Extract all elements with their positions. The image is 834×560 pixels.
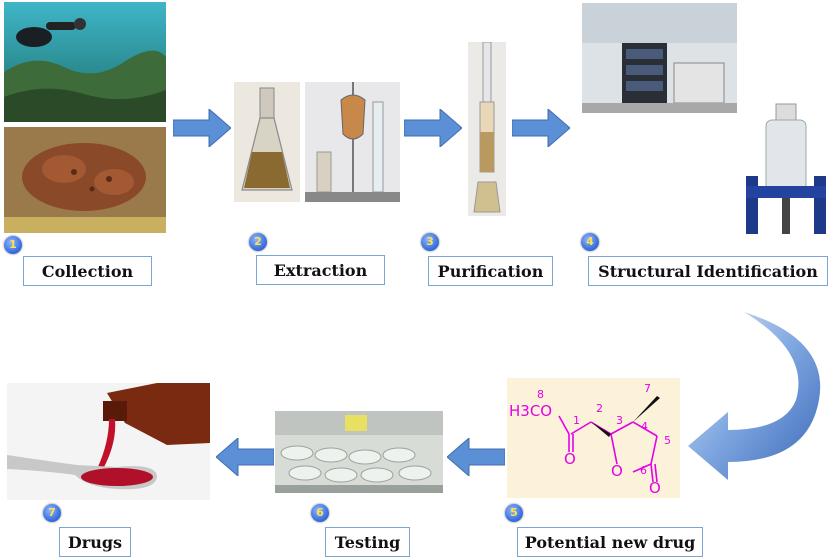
arrow-3-to-4-icon xyxy=(512,109,570,147)
arrow-5-to-6-icon xyxy=(447,438,505,476)
arrow-1-to-2-icon xyxy=(173,109,231,147)
atom-number-5: 5 xyxy=(664,434,671,447)
diver-underwater-photo xyxy=(4,2,166,122)
arrow-4-to-5-curved-icon xyxy=(688,312,821,480)
carbonyl-oxygen-label: O xyxy=(649,479,661,497)
atom-number-7: 7 xyxy=(644,382,651,395)
step-number-badge: 1 xyxy=(4,236,22,254)
hplc-instrument-photo xyxy=(582,3,737,113)
step-label-potential-new-drug: Potential new drug xyxy=(517,527,703,557)
petri-dishes-photo xyxy=(275,411,443,493)
step-number-badge: 7 xyxy=(43,504,61,522)
arrow-6-to-7-icon xyxy=(216,438,274,476)
step-number-badge: 5 xyxy=(505,504,523,522)
step-number-badge: 3 xyxy=(421,233,439,251)
step-label-extraction: Extraction xyxy=(256,255,385,285)
atom-number-2: 2 xyxy=(596,402,603,415)
step-number-badge: 2 xyxy=(249,233,267,251)
separatory-funnel-photo xyxy=(305,82,400,202)
step-label-testing: Testing xyxy=(325,527,410,557)
atom-number-4: 4 xyxy=(641,420,648,433)
step-number-badge: 6 xyxy=(311,504,329,522)
arrow-2-to-3-icon xyxy=(404,109,462,147)
molecule-structure-panel: H3CO 8 1 2 3 4 5 6 7 O O O xyxy=(507,378,680,498)
step-number-badge: 4 xyxy=(581,233,599,251)
flask-photo xyxy=(234,82,300,202)
ring-oxygen-label: O xyxy=(611,462,623,480)
methoxy-group-label: H3CO xyxy=(509,402,553,420)
atom-number-3: 3 xyxy=(616,414,623,427)
step-label-structural-identification: Structural Identification xyxy=(588,256,828,286)
chromatography-column-photo xyxy=(468,42,506,216)
atom-number-1: 1 xyxy=(573,414,580,427)
nmr-magnet-photo xyxy=(742,102,830,240)
syrup-spoon-photo xyxy=(7,383,210,500)
atom-number-6: 6 xyxy=(640,464,647,477)
ester-oxygen-label: O xyxy=(564,450,576,468)
step-label-drugs: Drugs xyxy=(59,527,131,557)
step-label-purification: Purification xyxy=(428,256,553,286)
step-label-collection: Collection xyxy=(23,256,152,286)
sponge-photo xyxy=(4,127,166,233)
atom-number-8: 8 xyxy=(537,388,544,401)
